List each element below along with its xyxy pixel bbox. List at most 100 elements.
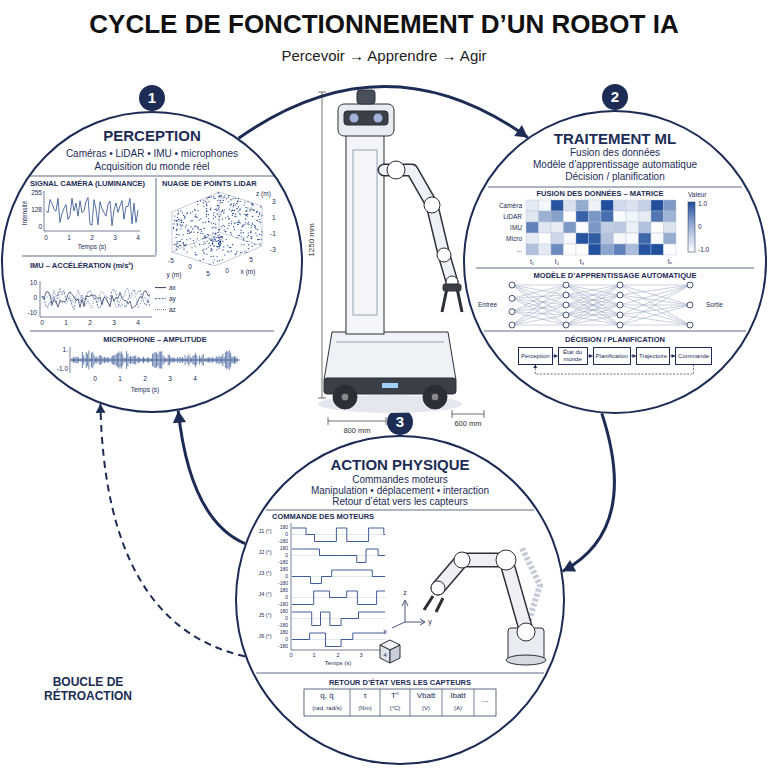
label-text: 5 [249, 256, 253, 263]
chart-axis [688, 202, 695, 252]
motor-signal [292, 633, 385, 647]
label-text: x [383, 628, 387, 636]
label-text: 0 [285, 595, 288, 601]
label-text: 3 [168, 375, 172, 382]
matrix-cell [576, 211, 589, 222]
connector [173, 411, 245, 544]
matrix-cell [551, 200, 564, 211]
label-text: t₃ [580, 258, 584, 265]
zero-line [291, 534, 386, 535]
label-text: z [403, 589, 407, 597]
network-link [620, 295, 690, 325]
imu-signal [42, 289, 150, 310]
label-text: 800 mm [343, 427, 370, 435]
label-text: 4 [193, 375, 197, 382]
matrix-cell [639, 233, 652, 244]
matrix-cell [614, 222, 627, 233]
matrix-cell [539, 233, 552, 244]
label-text: 1 [312, 652, 315, 658]
connector [239, 86, 528, 138]
label-text: RETOUR D’ÉTAT VERS LES CAPTEURS [329, 679, 471, 687]
matrix-cell [526, 233, 539, 244]
network-neuron [563, 312, 569, 318]
robot-illustration [443, 284, 461, 291]
label-text: 0 [93, 375, 97, 382]
network-link [512, 295, 566, 298]
label-text: 180 [280, 588, 288, 594]
robot-illustration [442, 288, 462, 312]
label-text: -180 [278, 560, 288, 566]
box-label: Trajectoire [639, 353, 667, 360]
label-text: NUAGE DE POINTS LiDAR [162, 180, 257, 188]
label-text: -10 [28, 309, 37, 316]
robot-arm [390, 645, 400, 663]
matrix-cell [601, 233, 614, 244]
network-neuron [617, 292, 623, 298]
label-text: 0 [285, 616, 288, 622]
network-link [512, 285, 566, 325]
label-text: t₁ [530, 258, 534, 265]
motor-signal [292, 528, 385, 542]
connector-line [178, 411, 245, 544]
network-link [620, 285, 690, 325]
stage-text: Modèle d’apprentissage automatique [533, 159, 697, 170]
label-text: ... [482, 696, 489, 705]
robot-arm [454, 552, 470, 568]
callout-number: 1 [148, 90, 156, 107]
dimension-line [318, 92, 326, 398]
callout-badge [139, 85, 165, 111]
network-link [620, 285, 690, 286]
label-text: 1.0 [698, 200, 707, 207]
matrix-cell [651, 211, 664, 222]
label-text: -3 [270, 246, 276, 253]
robot-arm [431, 581, 445, 595]
motor-signal [292, 570, 385, 584]
network-link [620, 315, 690, 325]
matrix-cell [564, 233, 577, 244]
label-text: Ibatt [450, 692, 466, 701]
network-link [566, 285, 620, 315]
network-neuron [687, 282, 693, 288]
network-neuron [617, 302, 623, 308]
network-link [566, 285, 620, 295]
label-text: -1.0 [698, 246, 709, 253]
label-text: 0 [33, 294, 37, 301]
arrowhead [173, 411, 186, 424]
label-text: 0 [285, 574, 288, 580]
network-link [566, 295, 620, 325]
label-text: (V) [422, 705, 430, 712]
network-link [566, 315, 620, 325]
robot-illustration [384, 170, 452, 282]
label-text: -1.0 [57, 365, 68, 372]
matrix-cell [526, 211, 539, 222]
matrix-cell [576, 233, 589, 244]
connector [533, 365, 693, 374]
panel-divider [30, 331, 274, 332]
network-neuron [509, 295, 515, 301]
label-text: 5 [206, 270, 210, 277]
label-text: Intensité [21, 201, 28, 226]
network-neuron [617, 322, 623, 328]
matrix-cell [539, 200, 552, 211]
network-link [512, 315, 566, 325]
motor-signal [292, 549, 385, 563]
callout-number: 2 [611, 89, 619, 106]
label-text: -180 [278, 602, 288, 608]
matrix-cell [589, 200, 602, 211]
label-text: J1 (°) [258, 528, 272, 534]
robot-arm [496, 550, 516, 570]
network-link [620, 285, 690, 305]
motor-signal [292, 612, 385, 626]
label-text: 1 [64, 319, 68, 326]
label-text: 4 [136, 319, 140, 326]
matrix-cell [551, 222, 564, 233]
stage-text: Décision / planification [565, 171, 665, 182]
label-text: IMU – ACCÉLÉRATION (m/s²) [30, 262, 133, 270]
label-text: 0 [285, 637, 288, 643]
robot-illustration [357, 90, 375, 104]
legend-text: ax [169, 284, 176, 291]
connector [563, 413, 615, 571]
panel-divider [156, 178, 157, 255]
label-text: z (m) [256, 190, 271, 197]
network-link [566, 285, 620, 305]
